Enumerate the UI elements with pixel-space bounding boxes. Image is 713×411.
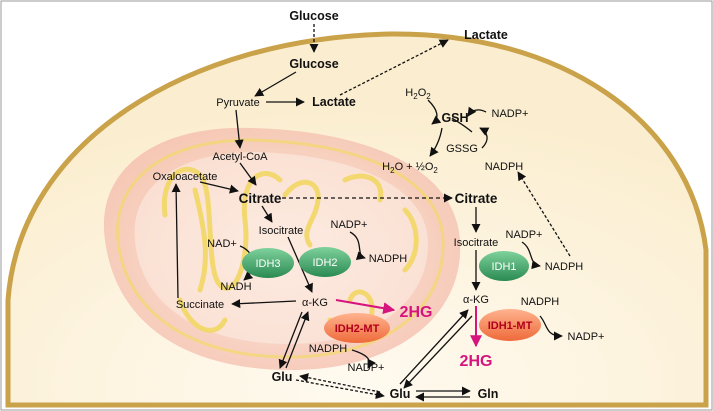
arrow-nadph-nadp-cyto [539,315,563,341]
arrow-glu-akg-mito [285,311,310,369]
enzyme-idh1-mt: IDH1-MT [479,309,541,341]
cytosol-nadph-idh1: NADPH [545,261,584,273]
mito-alpha-kg: α-KG [302,297,328,309]
cytosol-lactate: Lactate [312,95,356,109]
arrow-akg-glu-cyto [403,315,473,389]
arrow-pyruvate-acetylcoa [234,109,244,149]
mito-nadph: NADPH [369,253,408,265]
arrow-akg-2hg-mito [335,299,396,315]
mito-succinate: Succinate [176,299,224,311]
label-gsh: GSH [441,111,468,125]
arrow-succinate-oxaloacetate [171,183,181,299]
mito-isocitrate: Isocitrate [259,225,304,237]
mitochondrion-cristae [161,166,419,333]
label-water: H2O + ½O2 [382,161,438,175]
enzyme-idh1: IDH1 [479,251,529,281]
arrow-nadp-gsh [467,106,487,117]
cytosol-citrate: Citrate [455,191,498,206]
arrow-glucose-pyruvate [254,71,297,97]
mito-2hg: 2HG [400,304,433,321]
arrow-nadph-gsh [517,171,571,257]
arrow-citrate-isocitrate-mito [261,205,273,223]
cytosol-isocitrate: Isocitrate [454,237,499,249]
cytosol-nadp-plus-idh1: NADP+ [506,229,543,241]
arrow-gssg-gsh [479,127,490,149]
mitochondrion-inner-membrane [116,138,445,359]
idh1-label: IDH1 [491,261,516,273]
arrow-nadph-nadp-mito [351,349,376,369]
arrow-glu-akg-cyto [399,309,469,385]
cytosol-gln: Gln [478,387,499,401]
arrow-glu-import [299,373,381,393]
label-nadph-gsh: NADPH [485,161,524,173]
arrow-nadp-nadph-cyto [521,241,541,270]
mito-nadh: NADH [220,281,251,293]
arrow-h2o2-gsh [427,99,442,125]
arrow-lactate-export [339,39,449,96]
arrow-oxaloacetate-citrate [199,181,239,194]
arrow-acetylcoa-citrate [239,162,257,186]
label-gssg: GSSG [446,143,478,155]
mito-acetyl-coa: Acetyl-CoA [212,151,268,163]
idh2-mt-label: IDH2-MT [335,323,380,335]
arrow-akg-glu-mito [278,311,303,369]
mito-nadp-plus-mt: NADP+ [348,362,385,374]
mito-nad-plus: NAD+ [207,238,237,250]
mito-oxaloacetate: Oxaloacetate [153,171,218,183]
mito-citrate: Citrate [239,191,282,206]
cytosol-2hg: 2HG [460,353,493,370]
arrow-nadp-nadph-mito [349,231,366,260]
cytosol-nadp-plus-mt: NADP+ [568,331,605,343]
arrow-akg-succinate [231,299,297,309]
idh1-mt-label: IDH1-MT [488,320,533,332]
outside-lactate: Lactate [464,28,508,42]
label-nadp-plus-gsh: NADP+ [492,108,529,120]
mito-glu: Glu [272,370,293,384]
cytosol-glu: Glu [390,387,411,401]
arrow-gsh-water [429,127,443,157]
mito-nadph-mt: NADPH [309,343,348,355]
enzyme-idh3: IDH3 [242,248,294,278]
cytosol-alpha-kg: α-KG [463,294,489,306]
enzyme-idh2-mt: IDH2-MT [324,313,390,343]
mutant-arrows [335,299,482,348]
mitochondrion [103,127,461,371]
cytosol-nadph-mt: NADPH [521,296,560,308]
cytosol-pyruvate: Pyruvate [216,97,259,109]
arrow-gsh-gssg-left [451,117,473,133]
mito-nadp-plus: NADP+ [331,219,368,231]
label-h2o2: H2O2 [405,87,431,101]
enzyme-idh2: IDH2 [299,247,351,277]
cytosol-glucose: Glucose [289,57,338,71]
idh2-label: IDH2 [312,257,337,269]
pathway-arrows [171,24,571,402]
outside-glucose: Glucose [289,9,338,23]
idh3-label: IDH3 [255,258,280,270]
